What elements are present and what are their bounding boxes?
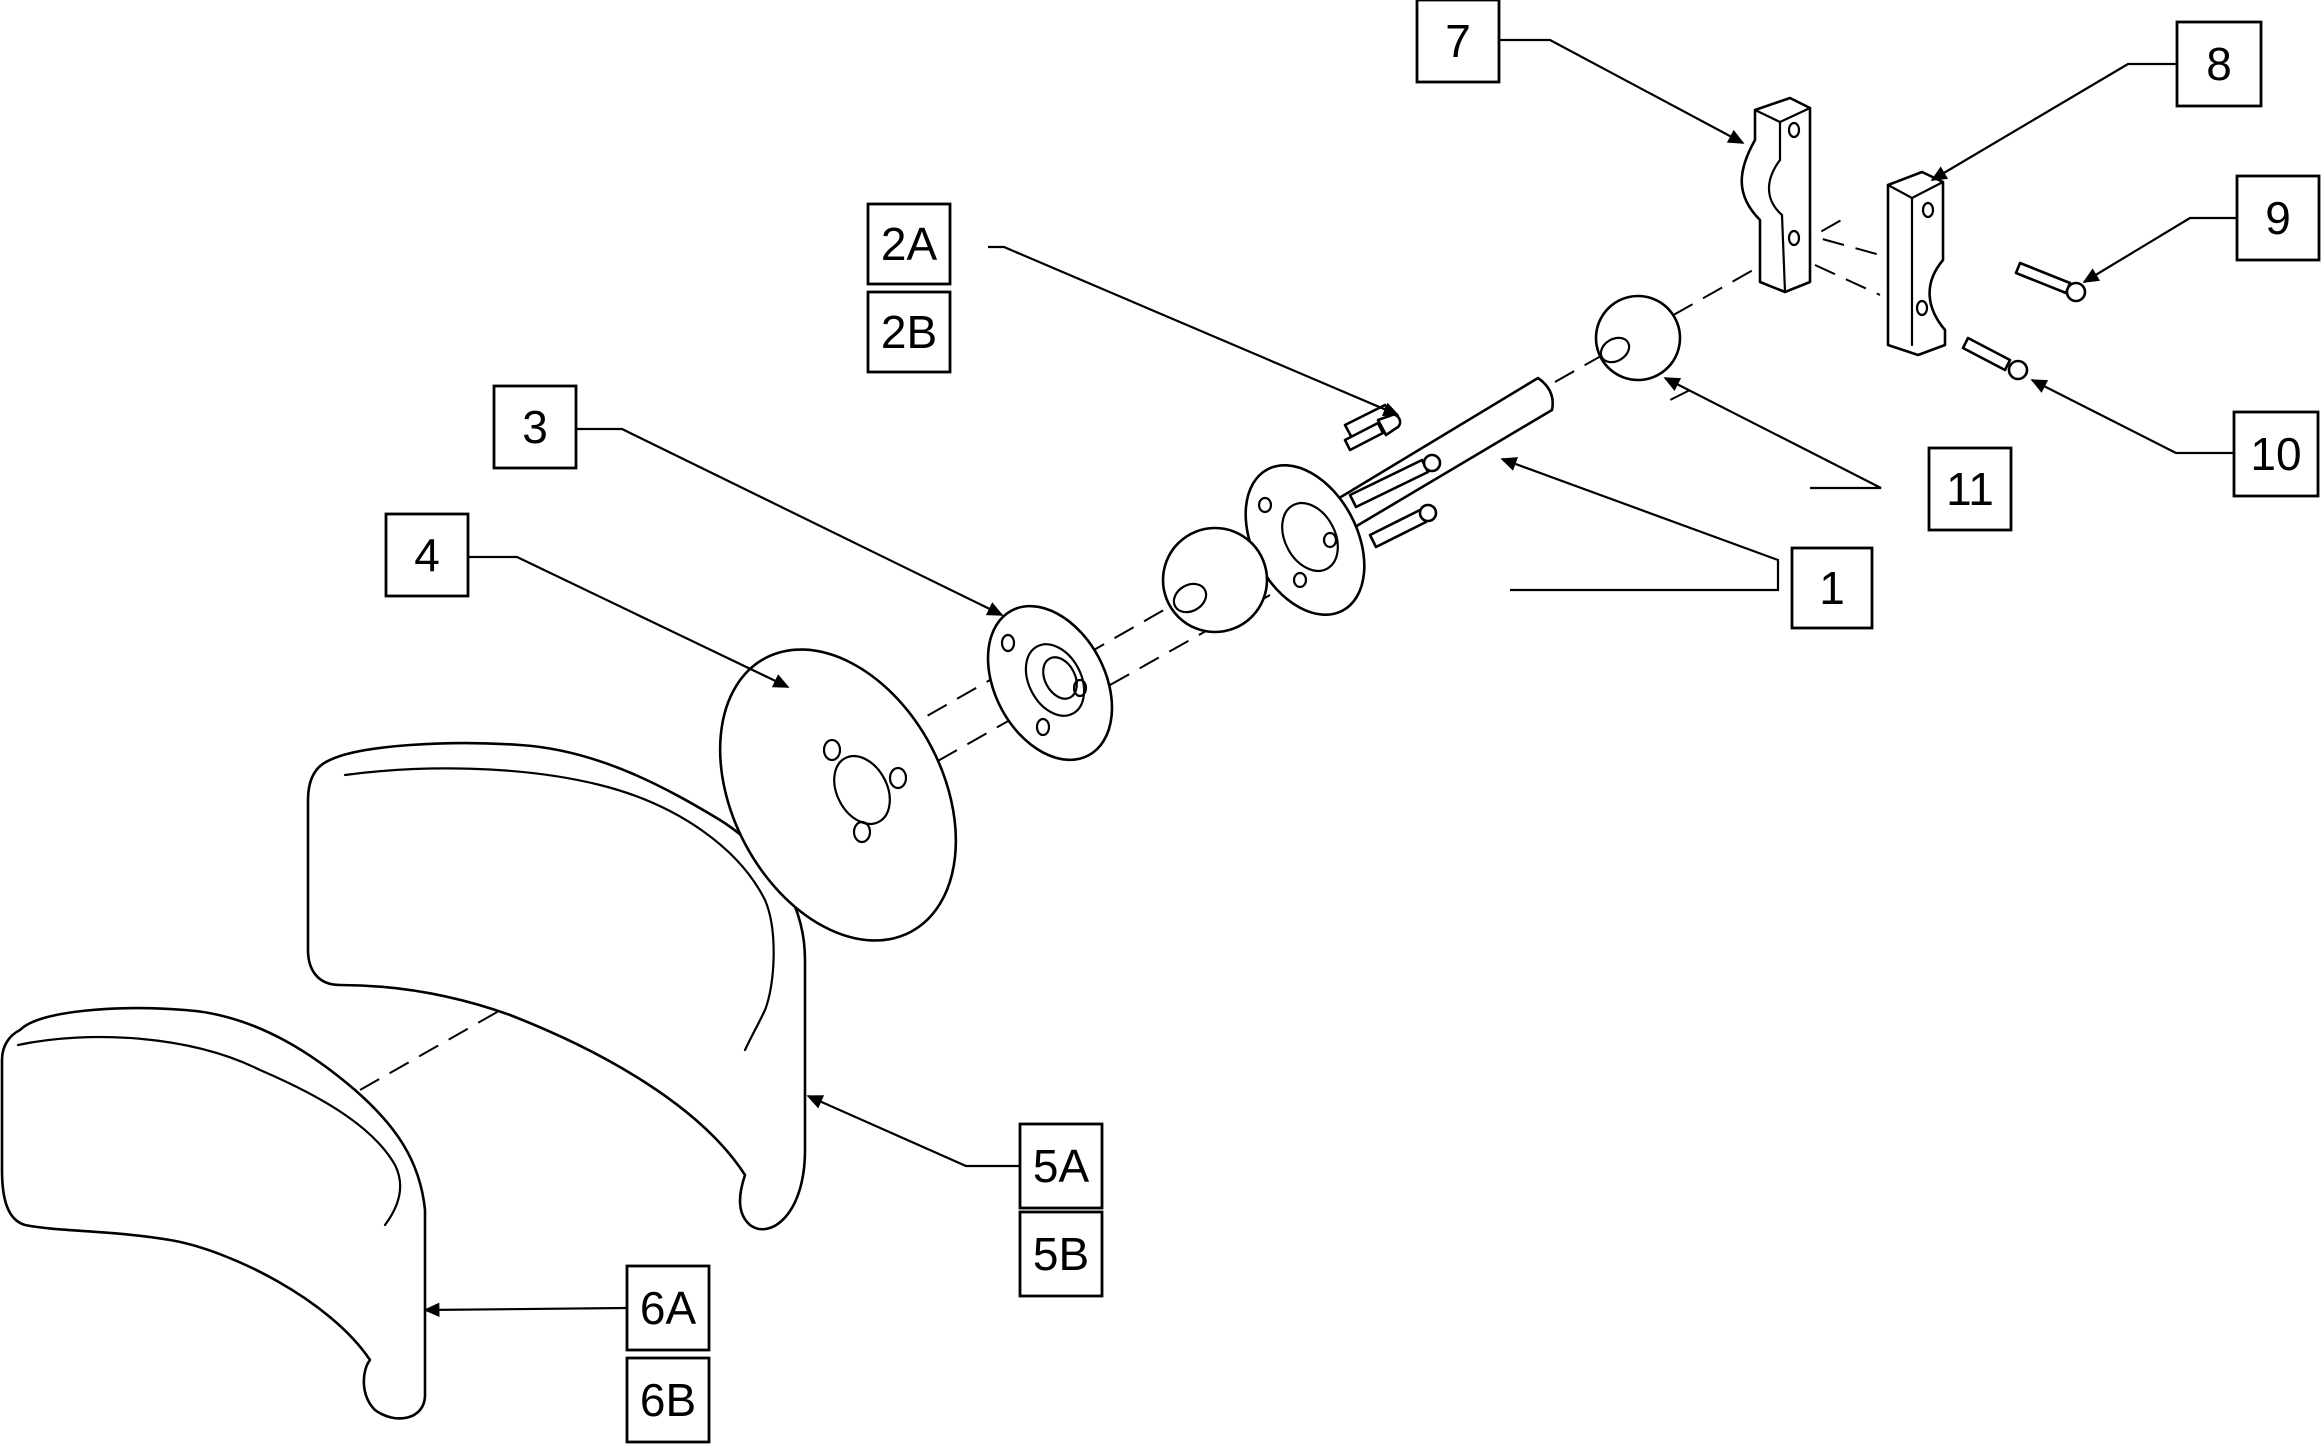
callout-8-text: 8 xyxy=(2206,38,2232,90)
callout-1-text: 1 xyxy=(1819,562,1845,614)
callout-6b: 6B xyxy=(625,1356,711,1444)
callout-11-text: 11 xyxy=(1946,463,1994,515)
callout-1: 1 xyxy=(1790,546,1874,630)
clamp-half-7 xyxy=(1740,96,1812,294)
callout-2a-text: 2A xyxy=(881,218,938,270)
socket-ball xyxy=(1594,294,1682,382)
callout-3-text: 3 xyxy=(522,401,548,453)
back-pad-small xyxy=(0,1006,427,1420)
adapter-ring xyxy=(986,604,1114,762)
screw-2a xyxy=(1343,413,1402,452)
callout-9: 9 xyxy=(2235,174,2321,262)
callout-2b: 2B xyxy=(866,290,952,374)
callout-2b-text: 2B xyxy=(881,306,937,358)
callout-11: 11 xyxy=(1927,446,2013,532)
callout-7-text: 7 xyxy=(1445,15,1471,67)
callout-5a: 5A xyxy=(1018,1122,1104,1210)
callout-9-text: 9 xyxy=(2265,192,2291,244)
callout-10-text: 10 xyxy=(2250,428,2301,480)
callout-8: 8 xyxy=(2175,20,2263,108)
callout-6a: 6A xyxy=(625,1264,711,1352)
callout-2a: 2A xyxy=(866,202,952,286)
clamp-half-8 xyxy=(1886,170,1947,357)
callout-4: 4 xyxy=(384,512,470,598)
callout-3: 3 xyxy=(492,384,578,470)
callout-5b-text: 5B xyxy=(1033,1228,1089,1280)
callout-4-text: 4 xyxy=(414,529,440,581)
screw-9 xyxy=(2014,261,2087,303)
callout-5a-text: 5A xyxy=(1033,1140,1090,1192)
callout-7: 7 xyxy=(1415,0,1501,84)
mounting-disc xyxy=(718,648,958,942)
callout-6a-text: 6A xyxy=(640,1282,697,1334)
callout-6b-text: 6B xyxy=(640,1374,696,1426)
back-pad-large xyxy=(306,741,807,1231)
callout-10: 10 xyxy=(2232,410,2320,498)
rod-ball xyxy=(1161,526,1269,634)
screw-10 xyxy=(1961,336,2029,381)
callout-5b: 5B xyxy=(1018,1210,1104,1298)
leader-lines xyxy=(423,38,2237,1318)
